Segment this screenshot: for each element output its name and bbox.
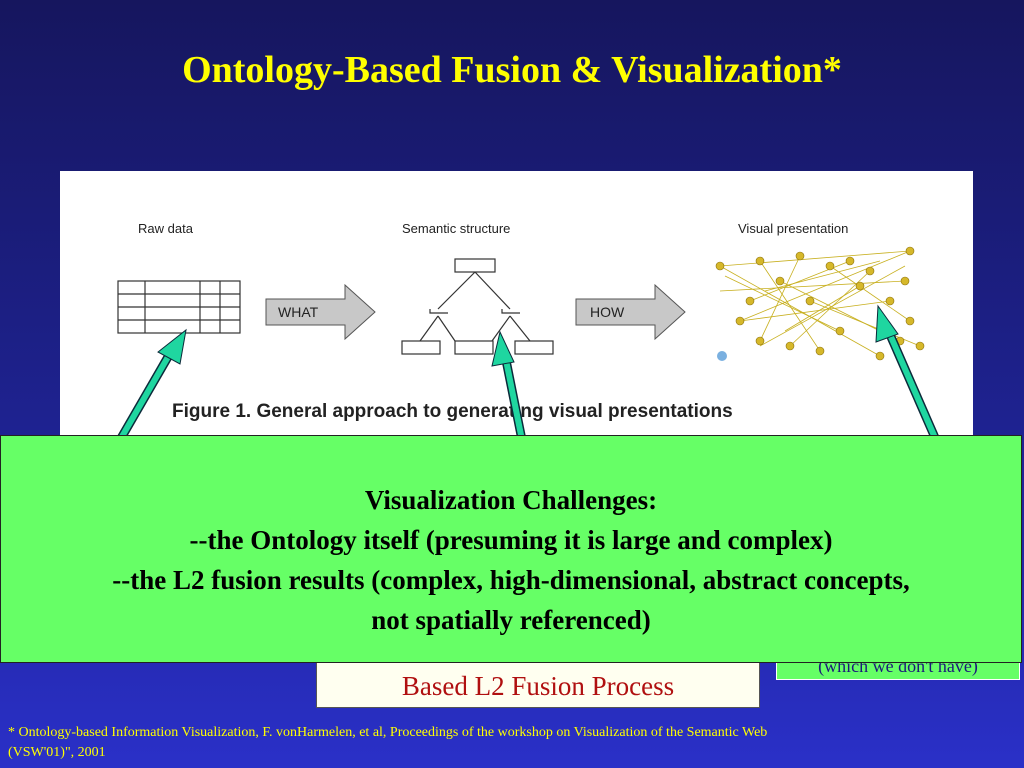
slide-title: Ontology-Based Fusion & Visualization*: [182, 49, 842, 91]
visual-presentation-label: Visual presentation: [738, 221, 849, 236]
challenges-line-2: --the L2 fusion results (complex, high-d…: [112, 565, 910, 595]
pointer-arrow-visual-icon: [875, 304, 941, 442]
graph-node-blue-icon: [717, 351, 727, 361]
what-arrow-label: WHAT: [278, 304, 319, 320]
pointer-arrow-raw-data-icon: [116, 328, 187, 443]
network-graph-icon: [719, 250, 921, 357]
figure-panel: Raw data Semantic structure Visual prese…: [60, 171, 973, 456]
network-nodes-icon: [715, 246, 925, 361]
what-arrow-icon: [265, 283, 376, 341]
pointer-arrow-semantic-icon: [491, 330, 527, 441]
footnote-line-1: * Ontology-based Information Visualizati…: [8, 725, 768, 740]
how-arrow-label: HOW: [590, 304, 625, 320]
challenges-line-3: not spatially referenced): [371, 605, 651, 635]
semantic-structure-label: Semantic structure: [402, 221, 511, 236]
how-arrow-icon: [575, 283, 686, 341]
figure-caption: Figure 1. General approach to generating…: [172, 401, 733, 422]
semantic-tree-icon: [401, 258, 554, 355]
raw-data-label: Raw data: [138, 221, 193, 236]
fusion-process-label: Based L2 Fusion Process: [401, 671, 675, 701]
visualization-challenges-box: Visualization Challenges: --the Ontology…: [0, 435, 1022, 663]
figure-diagram: WHAT HOW: [117, 246, 925, 422]
challenges-heading: Visualization Challenges:: [364, 485, 658, 515]
footnote-line-2: (VSW'01)", 2001: [8, 745, 106, 760]
fusion-process-box: Based L2 Fusion Process: [316, 658, 760, 708]
raw-data-table-icon: [117, 280, 241, 334]
challenges-line-1: --the Ontology itself (presuming it is l…: [189, 525, 833, 555]
footnote: * Ontology-based Information Visualizati…: [8, 723, 1008, 763]
